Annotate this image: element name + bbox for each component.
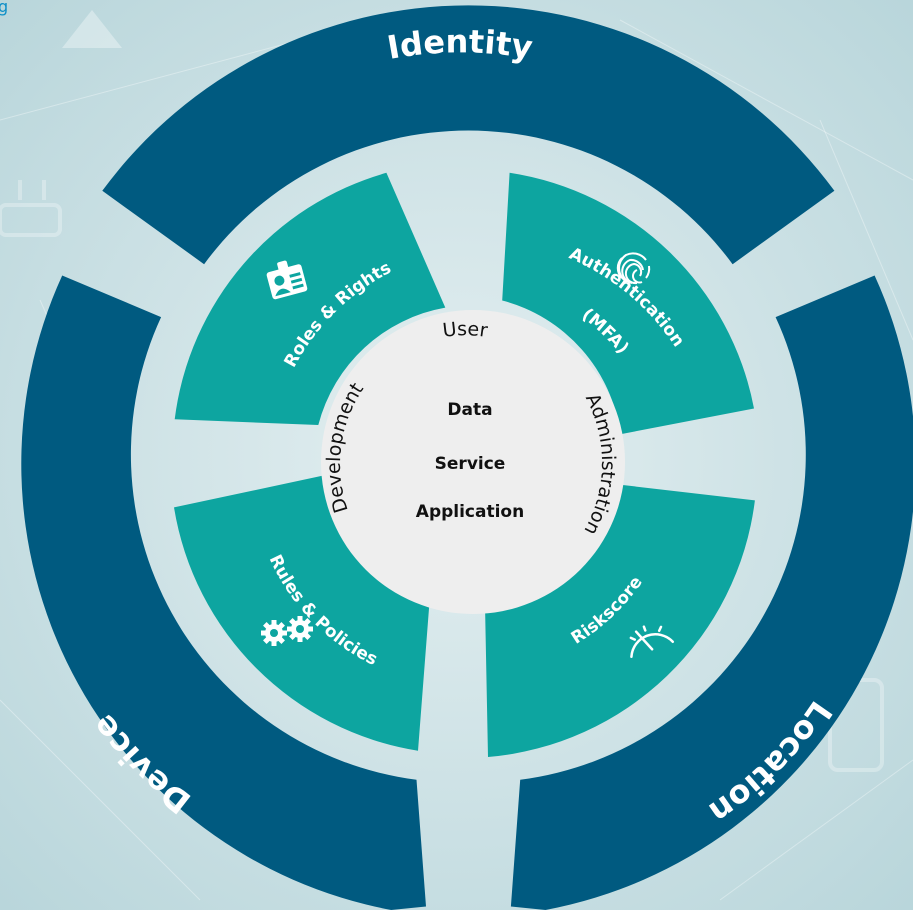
warning-sign-icon: [62, 10, 122, 48]
corner-text: g: [0, 0, 8, 16]
identity-label: Identity: [384, 22, 535, 67]
gears-icon: [261, 616, 313, 646]
riskscore-segment: [485, 483, 755, 757]
location-ring-segment: [510, 275, 913, 910]
roles-rights-segment: [174, 172, 446, 425]
center-circle: [321, 310, 625, 614]
router-icon: [0, 180, 62, 237]
center-application-label: Application: [416, 502, 524, 522]
rules-policies-segment: [174, 475, 431, 751]
user-label: User: [441, 318, 489, 342]
center-data-label: Data: [447, 400, 492, 420]
identity-ring-segment: [102, 5, 835, 265]
authentication-segment: [502, 172, 754, 435]
id-card-icon: [266, 260, 308, 300]
center-service-label: Service: [435, 454, 506, 474]
fingerprint-icon: [616, 252, 651, 285]
device-ring-segment: [21, 275, 426, 910]
gauge-icon: [629, 625, 675, 659]
background-decoration: [0, 19, 913, 901]
